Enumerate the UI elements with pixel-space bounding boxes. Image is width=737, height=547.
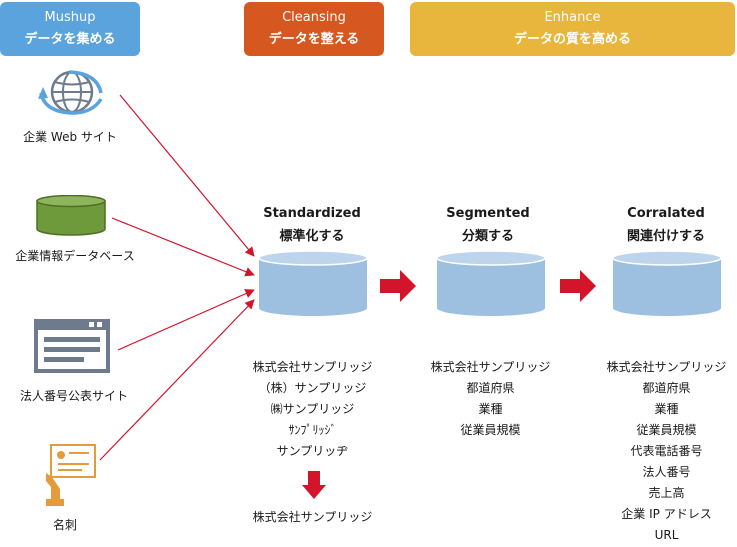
stage-title-en: Segmented (446, 206, 530, 221)
list-item: 都道府県 (642, 381, 691, 395)
list-item: 業種 (478, 402, 503, 416)
arrow-right-icon (380, 270, 416, 302)
arrow-down-icon (302, 471, 326, 499)
connector-web (119, 94, 255, 257)
stage-title-ja: 標準化する (279, 229, 345, 244)
arrow-right-icon (560, 270, 596, 302)
stage-title-ja: 関連付けする (626, 229, 705, 244)
business-card-icon (42, 443, 98, 509)
list-item: 株式会社サンプリッジ (252, 360, 373, 374)
stage-title-standardized: Standardized 標準化する (257, 202, 367, 248)
list-item: 企業 IP アドレス (621, 507, 712, 521)
list-item: 売上高 (648, 486, 685, 500)
list-item: 従業員規模 (636, 423, 697, 437)
list-item: 株式会社サンプリッジ (430, 360, 551, 374)
header-title: Cleansing (282, 10, 346, 25)
cylinder-segmented (436, 250, 546, 318)
source-label-corporate-number: 法人番号公表サイト (19, 389, 128, 403)
cylinder-standardized (258, 250, 368, 318)
list-item: 業種 (654, 402, 679, 416)
stage-title-ja: 分類する (461, 229, 514, 244)
list-item: （株）サンプリッジ (258, 381, 367, 395)
connector-db (111, 217, 255, 277)
header-title: Mushup (44, 10, 96, 25)
list-item: 株式会社サンプリッジ (606, 360, 727, 374)
database-icon (35, 195, 107, 237)
connector-card (99, 299, 255, 461)
header-subtitle: データを集める (24, 32, 116, 47)
list-item: 都道府県 (466, 381, 515, 395)
stage-title-en: Corralated (627, 206, 705, 221)
stage-title-correlated: Corralated 関連付けする (603, 202, 729, 248)
header-subtitle: データの質を高める (513, 32, 631, 47)
list-item: 従業員規模 (460, 423, 521, 437)
source-label-web: 企業 Web サイト (23, 130, 117, 144)
header-subtitle: データを整える (268, 32, 360, 47)
header-enhance: Enhance データの質を高める (410, 2, 735, 56)
list-item: ｻﾝﾌﾟﾘｯｼﾞ (288, 423, 337, 437)
source-label-database: 企業情報データベース (15, 249, 135, 263)
header-mushup: Mushup データを集める (0, 2, 140, 56)
list-item: サンプリッヂ (276, 444, 349, 458)
standardized-output: 株式会社サンプリッジ (252, 510, 373, 524)
list-item: 法人番号 (642, 465, 691, 479)
header-cleansing: Cleansing データを整える (244, 2, 384, 56)
cylinder-correlated (612, 250, 722, 318)
browser-window-icon (33, 318, 111, 374)
list-item: 代表電話番号 (630, 444, 703, 458)
segmented-field-list: 株式会社サンプリッジ 都道府県 業種 従業員規模 (418, 357, 563, 441)
connector-corp (117, 289, 255, 351)
header-title: Enhance (544, 10, 601, 25)
list-item: ㈱サンプリッジ (270, 402, 355, 416)
stage-title-en: Standardized (263, 206, 361, 221)
stage-title-segmented: Segmented 分類する (433, 202, 543, 248)
source-label-business-card: 名刺 (52, 518, 77, 532)
correlated-field-list: 株式会社サンプリッジ 都道府県 業種 従業員規模 代表電話番号 法人番号 売上高… (594, 357, 737, 546)
globe-icon (35, 63, 105, 121)
standardized-input-list: 株式会社サンプリッジ （株）サンプリッジ ㈱サンプリッジ ｻﾝﾌﾟﾘｯｼﾞ サン… (240, 357, 385, 462)
list-item: URL (654, 528, 679, 542)
